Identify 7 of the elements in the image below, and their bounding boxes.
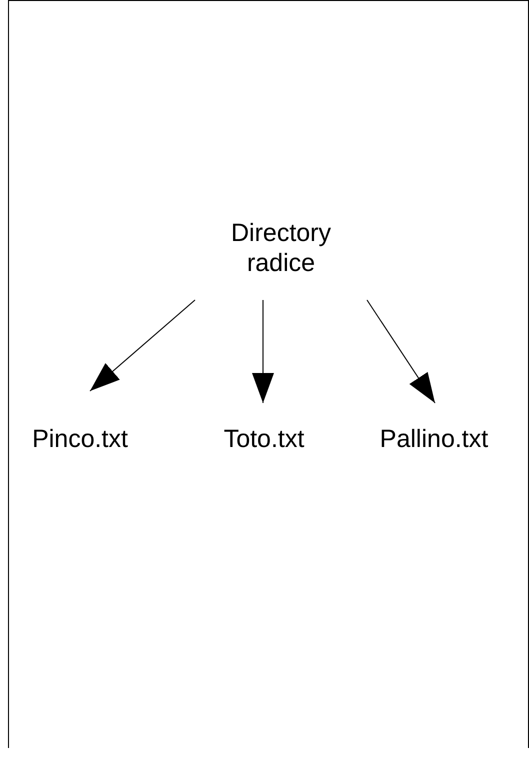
arrow <box>90 300 196 392</box>
arrow <box>252 300 274 404</box>
arrow <box>366 300 436 404</box>
node-label: Directory radice <box>230 218 332 278</box>
node-label: Toto.txt <box>222 424 306 454</box>
node-label: Pallino.txt <box>378 424 490 454</box>
node-label: Pinco.txt <box>31 424 129 454</box>
